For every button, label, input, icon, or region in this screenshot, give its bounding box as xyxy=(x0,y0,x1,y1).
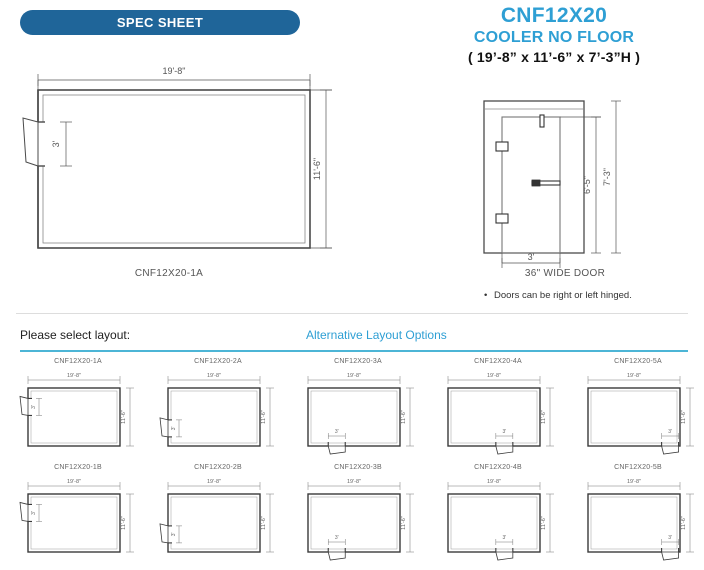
svg-text:19'-8": 19'-8" xyxy=(487,373,501,379)
layout-options-grid: CNF12X20-1A 19'-8" 11'-6" 3' CNF12X20-2A 19'-… xyxy=(0,358,704,570)
layout-options-row: CNF12X20-1A 19'-8" 11'-6" 3' CNF12X20-2A 19'-… xyxy=(0,358,704,464)
product-model: CNF12X20 xyxy=(500,4,608,27)
svg-text:11'-6": 11'-6" xyxy=(681,516,687,530)
layout-option-thumbnail[interactable]: 19'-8" 11'-6" 3' xyxy=(19,368,138,454)
layout-option-cnf12x20-1a[interactable]: CNF12X20-1A 19'-8" 11'-6" 3' xyxy=(8,358,148,464)
svg-text:11'-6": 11'-6" xyxy=(541,516,547,530)
layout-option-label: CNF12X20-1A xyxy=(54,358,102,365)
svg-text:19'-8": 19'-8" xyxy=(487,479,501,485)
svg-text:19'-8": 19'-8" xyxy=(67,373,81,379)
svg-text:3': 3' xyxy=(335,429,339,435)
layout-option-cnf12x20-2a[interactable]: CNF12X20-2A 19'-8" 11'-6" 3' xyxy=(148,358,288,464)
layout-select-row: Please select layout: Alternative Layout… xyxy=(20,328,688,346)
layout-option-thumbnail[interactable]: 19'-8" 11'-6" 3' xyxy=(159,474,278,560)
spec-sheet-label: SPEC SHEET xyxy=(116,15,204,30)
door-width-dimension-label: 3' xyxy=(528,252,535,262)
svg-text:19'-8": 19'-8" xyxy=(67,479,81,485)
svg-text:3': 3' xyxy=(502,429,506,435)
plan-width-dimension-label: 19'-8" xyxy=(163,66,186,76)
layout-option-cnf12x20-5b[interactable]: CNF12X20-5B 19'-8" 11'-6" 3' xyxy=(568,464,704,570)
layout-option-cnf12x20-5a[interactable]: CNF12X20-5A 19'-8" 11'-6" 3' xyxy=(568,358,704,464)
spec-sheet-banner: SPEC SHEET xyxy=(20,10,300,35)
layout-option-label: CNF12X20-3B xyxy=(334,464,382,471)
door-elevation-drawing: 6'-5" 7'-3" 3' xyxy=(470,95,670,268)
svg-text:3': 3' xyxy=(668,429,672,435)
main-floor-plan-drawing: 19'-8" 11'-6" xyxy=(14,58,334,263)
svg-text:11'-6": 11'-6" xyxy=(121,410,127,424)
layout-option-cnf12x20-4b[interactable]: CNF12X20-4B 19'-8" 11'-6" 3' xyxy=(428,464,568,570)
door-height-dimension-label: 6'-5" xyxy=(582,176,592,194)
layout-option-cnf12x20-3a[interactable]: CNF12X20-3A 19'-8" 11'-6" 3' xyxy=(288,358,428,464)
accent-divider xyxy=(20,350,688,352)
layout-option-thumbnail[interactable]: 19'-8" 11'-6" 3' xyxy=(19,474,138,560)
hinge-note-text: Doors can be right or left hinged. xyxy=(494,290,632,301)
layout-option-thumbnail[interactable]: 19'-8" 11'-6" 3' xyxy=(440,474,558,561)
layout-option-cnf12x20-2b[interactable]: CNF12X20-2B 19'-8" 11'-6" 3' xyxy=(148,464,288,570)
door-hinge-upper-icon xyxy=(495,141,509,152)
hinge-note: • Doors can be right or left hinged. xyxy=(484,290,699,301)
svg-text:19'-8": 19'-8" xyxy=(627,479,641,485)
svg-text:11'-6": 11'-6" xyxy=(681,410,687,424)
svg-text:11'-6": 11'-6" xyxy=(541,410,547,424)
svg-text:11'-6": 11'-6" xyxy=(121,516,127,530)
layout-option-label: CNF12X20-2B xyxy=(194,464,242,471)
section-divider xyxy=(16,313,688,314)
layout-option-thumbnail[interactable]: 19'-8" 11'-6" 3' xyxy=(580,474,698,561)
main-plan-caption: CNF12X20-1A xyxy=(134,268,204,279)
svg-text:11'-6": 11'-6" xyxy=(261,516,267,530)
layout-option-thumbnail[interactable]: 19'-8" 11'-6" 3' xyxy=(159,368,278,454)
svg-text:11'-6": 11'-6" xyxy=(401,410,407,424)
bullet-icon: • xyxy=(484,290,488,301)
unit-height-dimension-label: 7'-3" xyxy=(602,168,612,186)
layout-option-thumbnail[interactable]: 19'-8" 11'-6" 3' xyxy=(440,368,558,455)
svg-text:11'-6": 11'-6" xyxy=(401,516,407,530)
svg-text:3': 3' xyxy=(335,535,339,541)
svg-text:3': 3' xyxy=(171,532,177,536)
svg-text:19'-8": 19'-8" xyxy=(207,479,221,485)
layout-option-label: CNF12X20-4A xyxy=(474,358,522,365)
layout-option-label: CNF12X20-5B xyxy=(614,464,662,471)
layout-option-thumbnail[interactable]: 19'-8" 11'-6" 3' xyxy=(580,368,698,455)
door-hinge-lower-icon xyxy=(495,213,509,224)
select-layout-label: Please select layout: xyxy=(20,328,131,342)
layout-option-thumbnail[interactable]: 19'-8" 11'-6" 3' xyxy=(300,474,418,561)
product-dimensions: ( 19’-8” x 11’-6” x 7’-3”H ) xyxy=(467,49,641,66)
layout-option-cnf12x20-1b[interactable]: CNF12X20-1B 19'-8" 11'-6" 3' xyxy=(8,464,148,570)
svg-text:3': 3' xyxy=(31,511,37,515)
plan-depth-dimension-label: 11'-6" xyxy=(312,158,322,180)
alternative-layout-options-label: Alternative Layout Options xyxy=(306,328,447,342)
layout-option-cnf12x20-3b[interactable]: CNF12X20-3B 19'-8" 11'-6" 3' xyxy=(288,464,428,570)
layout-options-row: CNF12X20-1B 19'-8" 11'-6" 3' CNF12X20-2B 19'-… xyxy=(0,464,704,570)
plan-door-dimension-label: 3' xyxy=(51,140,61,147)
elevation-caption: 36" WIDE DOOR xyxy=(524,268,606,279)
svg-text:11'-6": 11'-6" xyxy=(261,410,267,424)
svg-text:3': 3' xyxy=(31,405,37,409)
svg-text:19'-8": 19'-8" xyxy=(347,373,361,379)
svg-text:19'-8": 19'-8" xyxy=(347,479,361,485)
layout-option-label: CNF12X20-2A xyxy=(194,358,242,365)
product-title-block: CNF12X20 COOLER NO FLOOR ( 19’-8” x 11’-… xyxy=(404,4,704,67)
svg-text:3': 3' xyxy=(171,426,177,430)
layout-option-label: CNF12X20-1B xyxy=(54,464,102,471)
svg-text:3': 3' xyxy=(502,535,506,541)
layout-option-thumbnail[interactable]: 19'-8" 11'-6" 3' xyxy=(300,368,418,455)
layout-option-label: CNF12X20-3A xyxy=(334,358,382,365)
svg-text:19'-8": 19'-8" xyxy=(627,373,641,379)
door-closer-icon xyxy=(539,114,545,128)
layout-option-cnf12x20-4a[interactable]: CNF12X20-4A 19'-8" 11'-6" 3' xyxy=(428,358,568,464)
layout-option-label: CNF12X20-4B xyxy=(474,464,522,471)
svg-text:3': 3' xyxy=(668,535,672,541)
product-name: COOLER NO FLOOR xyxy=(473,29,635,47)
layout-option-label: CNF12X20-5A xyxy=(614,358,662,365)
svg-text:19'-8": 19'-8" xyxy=(207,373,221,379)
